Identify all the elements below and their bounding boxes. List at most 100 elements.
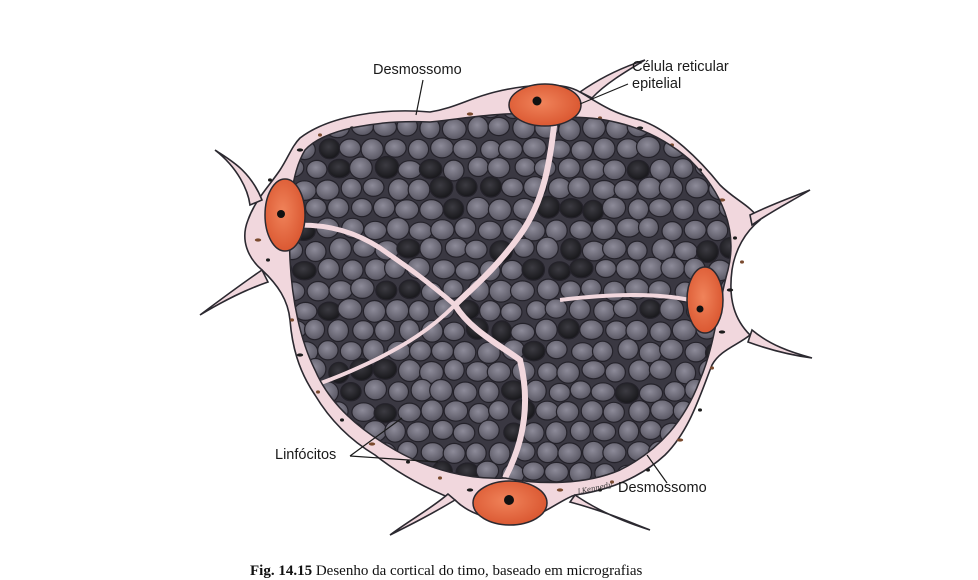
- reticular-septum: [299, 222, 457, 307]
- lymphocyte: [387, 178, 410, 202]
- lymphocyte: [374, 319, 396, 342]
- lymphocyte: [626, 240, 648, 261]
- lymphocyte: [683, 219, 707, 241]
- leader-lines: [349, 79, 668, 484]
- lymphocyte: [362, 462, 388, 483]
- cytoplasmic-granule: [610, 480, 614, 484]
- lymphocyte: [616, 138, 640, 160]
- lymphocyte: [628, 399, 651, 423]
- cytoplasmic-granule: [268, 178, 272, 182]
- lymphocyte: [732, 181, 754, 199]
- cytoplasmic-granule: [646, 468, 650, 472]
- lymphocyte: [328, 237, 352, 261]
- lymphocyte: [384, 420, 407, 443]
- lymphocyte: [327, 197, 350, 219]
- lymphocyte: [372, 197, 396, 219]
- lymphocyte: [289, 400, 304, 421]
- cytoplasmic-granule: [733, 236, 737, 240]
- lymphocyte: [407, 178, 431, 202]
- lymphocyte: [602, 442, 627, 464]
- lymphocyte-dark: [340, 382, 362, 402]
- lymphocyte: [394, 199, 420, 221]
- lymphocyte: [351, 402, 377, 423]
- reticular-process: [214, 149, 264, 207]
- lymphocyte: [452, 422, 476, 443]
- leader-desmossomo-bottom: [646, 454, 668, 484]
- lymphocyte: [452, 340, 477, 364]
- lymphocyte-dark: [614, 382, 640, 405]
- lymphocyte: [407, 138, 430, 161]
- lymphocyte: [293, 462, 315, 483]
- reticular-process: [199, 268, 270, 316]
- lymphocyte-dark: [719, 400, 731, 422]
- figure-number: Fig. 14.15: [250, 563, 313, 579]
- cytoplasmic-granule: [466, 488, 474, 492]
- lymphocyte: [444, 237, 469, 258]
- lymphocyte: [663, 381, 686, 402]
- lymphocyte: [658, 176, 684, 200]
- lymphocyte: [430, 137, 455, 159]
- lymphocyte: [602, 237, 627, 260]
- lymphocyte: [684, 341, 708, 363]
- lymphocyte: [716, 159, 731, 179]
- lymphocyte: [387, 381, 410, 403]
- lymphocyte: [431, 419, 454, 440]
- lymphocyte: [695, 403, 718, 423]
- lymphocyte: [744, 238, 765, 260]
- lymphocyte: [488, 279, 514, 303]
- lymphocyte: [613, 179, 638, 200]
- lymphocyte: [406, 421, 431, 443]
- lymphocyte: [442, 442, 466, 464]
- lymphocyte: [360, 137, 384, 161]
- lymphocyte: [289, 381, 294, 403]
- lymphocyte: [742, 402, 762, 420]
- lymphocyte: [316, 113, 338, 120]
- lymphocyte-dark: [719, 236, 731, 260]
- lymphocyte: [649, 399, 675, 421]
- lymphocyte: [706, 219, 729, 242]
- lymphocyte: [548, 382, 571, 403]
- lymphocyte: [442, 278, 464, 299]
- cytoplasmic-granule: [254, 238, 262, 242]
- lymphocyte: [373, 481, 399, 483]
- lymphocyte: [718, 116, 731, 140]
- lymphocyte: [743, 159, 766, 177]
- lymphocyte: [363, 378, 388, 401]
- lymphocyte: [305, 159, 328, 179]
- lymphocyte-dark: [733, 379, 754, 400]
- lymphocyte: [477, 380, 500, 404]
- reticular-cell-nucleus-bottom: [472, 480, 548, 526]
- lymphocyte-dark: [559, 198, 584, 219]
- lymphocyte: [536, 278, 561, 301]
- lymphocyte-dark: [292, 261, 317, 281]
- lymphocyte: [649, 158, 672, 181]
- lymphocyte: [430, 219, 455, 241]
- lymphocyte: [569, 420, 591, 442]
- lymphocyte: [429, 378, 454, 402]
- lymphocyte: [545, 421, 568, 445]
- lymphocyte: [639, 419, 663, 441]
- cytoplasmic-granule: [438, 476, 442, 480]
- leader-celula: [579, 83, 629, 105]
- lymphocyte: [420, 399, 444, 422]
- lymphocyte: [660, 256, 686, 280]
- lymphocyte: [442, 159, 465, 182]
- lymphocyte: [605, 320, 628, 341]
- cytoplasmic-granule: [368, 442, 376, 446]
- lymphocyte: [350, 197, 373, 218]
- lymphocyte-dark: [317, 301, 342, 322]
- lymphocyte-dark: [429, 176, 454, 199]
- lymphocyte: [571, 342, 595, 362]
- lymphocyte: [500, 259, 524, 281]
- lymphocyte: [744, 361, 765, 379]
- cytoplasmic-granule: [466, 112, 474, 116]
- lymphocyte: [581, 240, 607, 262]
- lymphocyte: [442, 321, 466, 342]
- lymphocyte: [419, 360, 445, 384]
- lymphocyte: [730, 420, 731, 443]
- lymphocyte: [729, 113, 731, 119]
- lymphocyte: [672, 199, 695, 221]
- cytoplasmic-granule: [676, 438, 684, 442]
- lymphocyte: [477, 220, 502, 241]
- lymphocyte: [352, 320, 375, 341]
